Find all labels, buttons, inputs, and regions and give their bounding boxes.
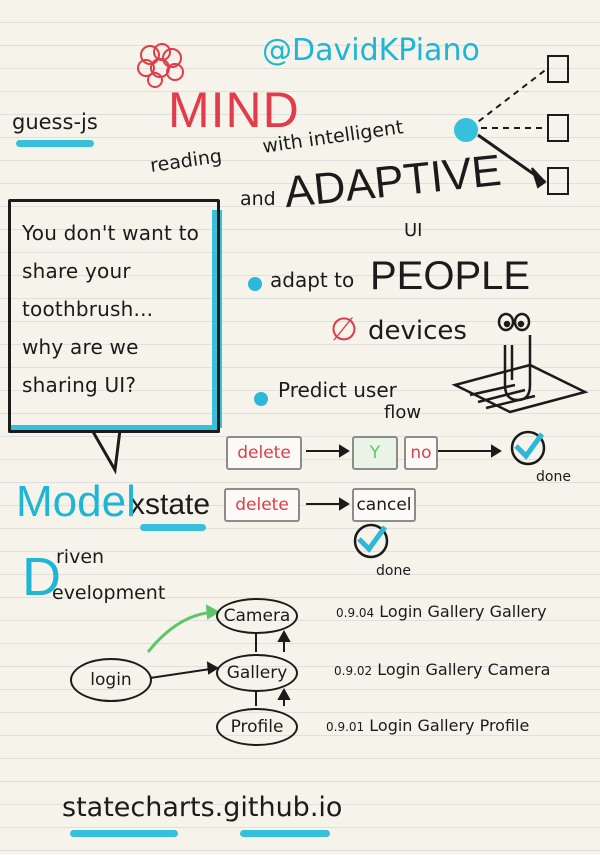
bubble-line: You don't want to bbox=[22, 221, 200, 245]
model-heading: Model bbox=[16, 477, 136, 526]
yes-button[interactable]: Y bbox=[352, 436, 398, 470]
no-button[interactable]: no bbox=[404, 436, 438, 470]
state-login[interactable]: login bbox=[70, 658, 152, 702]
bullet-dot bbox=[254, 392, 268, 406]
bubble-shadow-bottom bbox=[8, 425, 220, 433]
bubble-text: You don't want to share your toothbrush.… bbox=[22, 214, 212, 404]
devices-text: devices bbox=[368, 316, 467, 346]
done-label: done bbox=[536, 469, 571, 485]
xstate-label: xstate bbox=[130, 488, 211, 521]
delete-button-2[interactable]: delete bbox=[224, 488, 300, 522]
statecharts-url[interactable]: statecharts.github.io bbox=[62, 792, 343, 823]
probability-row: 0.9.04 Login Gallery Gallery bbox=[336, 604, 547, 620]
probability-value: 0.9.01 bbox=[326, 720, 365, 734]
probability-row: 0.9.02 Login Gallery Camera bbox=[334, 662, 550, 678]
cancel-button[interactable]: cancel bbox=[352, 488, 416, 522]
url-underline-2 bbox=[240, 830, 330, 837]
probability-path: Login Gallery Profile bbox=[369, 716, 530, 735]
xstate-underline bbox=[140, 524, 206, 531]
mind-heading: MIND bbox=[168, 82, 300, 138]
state-camera[interactable]: Camera bbox=[216, 598, 298, 634]
done-label-2: done bbox=[376, 563, 411, 579]
flow-arrows bbox=[306, 444, 502, 511]
done-check-icon bbox=[510, 430, 546, 466]
and-text: and bbox=[240, 188, 276, 210]
bubble-line: toothbrush... bbox=[22, 297, 154, 321]
guess-js-underline bbox=[16, 140, 94, 147]
mdd-d-letter: D bbox=[22, 547, 61, 607]
adapt-to-text: adapt to bbox=[270, 268, 355, 292]
probability-path: Login Gallery Gallery bbox=[379, 602, 547, 621]
flow-text: flow bbox=[384, 402, 422, 423]
clippy-icon bbox=[451, 312, 589, 414]
probability-row: 0.9.01 Login Gallery Profile bbox=[326, 718, 529, 734]
bubble-line: sharing UI? bbox=[22, 373, 137, 397]
driven-text: riven bbox=[56, 546, 105, 568]
or-symbol: ∅ bbox=[330, 310, 358, 348]
state-profile[interactable]: Profile bbox=[216, 708, 298, 746]
probability-value: 0.9.04 bbox=[336, 606, 375, 620]
bubble-tail bbox=[90, 429, 122, 475]
url-underline bbox=[70, 830, 178, 837]
people-heading: PEOPLE bbox=[370, 254, 531, 298]
probability-value: 0.9.02 bbox=[334, 664, 373, 678]
brain-icon bbox=[137, 43, 184, 88]
bubble-line: share your bbox=[22, 259, 131, 283]
ui-text: UI bbox=[404, 220, 423, 241]
done-check-icon-2 bbox=[353, 523, 389, 559]
twitter-handle[interactable]: @DavidKPiano bbox=[262, 33, 480, 68]
statechart-edges bbox=[146, 604, 291, 706]
predict-text: Predict user bbox=[278, 378, 397, 402]
guess-js-label: guess-js bbox=[12, 110, 98, 134]
network-icon bbox=[469, 55, 569, 195]
probability-path: Login Gallery Camera bbox=[377, 660, 551, 679]
bubble-line: why are we bbox=[22, 335, 139, 359]
speech-bubble bbox=[8, 199, 220, 433]
state-gallery[interactable]: Gallery bbox=[216, 654, 298, 692]
development-text: evelopment bbox=[52, 582, 166, 604]
delete-button[interactable]: delete bbox=[226, 436, 302, 470]
user-node-icon bbox=[454, 118, 478, 142]
bullet-dot bbox=[248, 277, 262, 291]
